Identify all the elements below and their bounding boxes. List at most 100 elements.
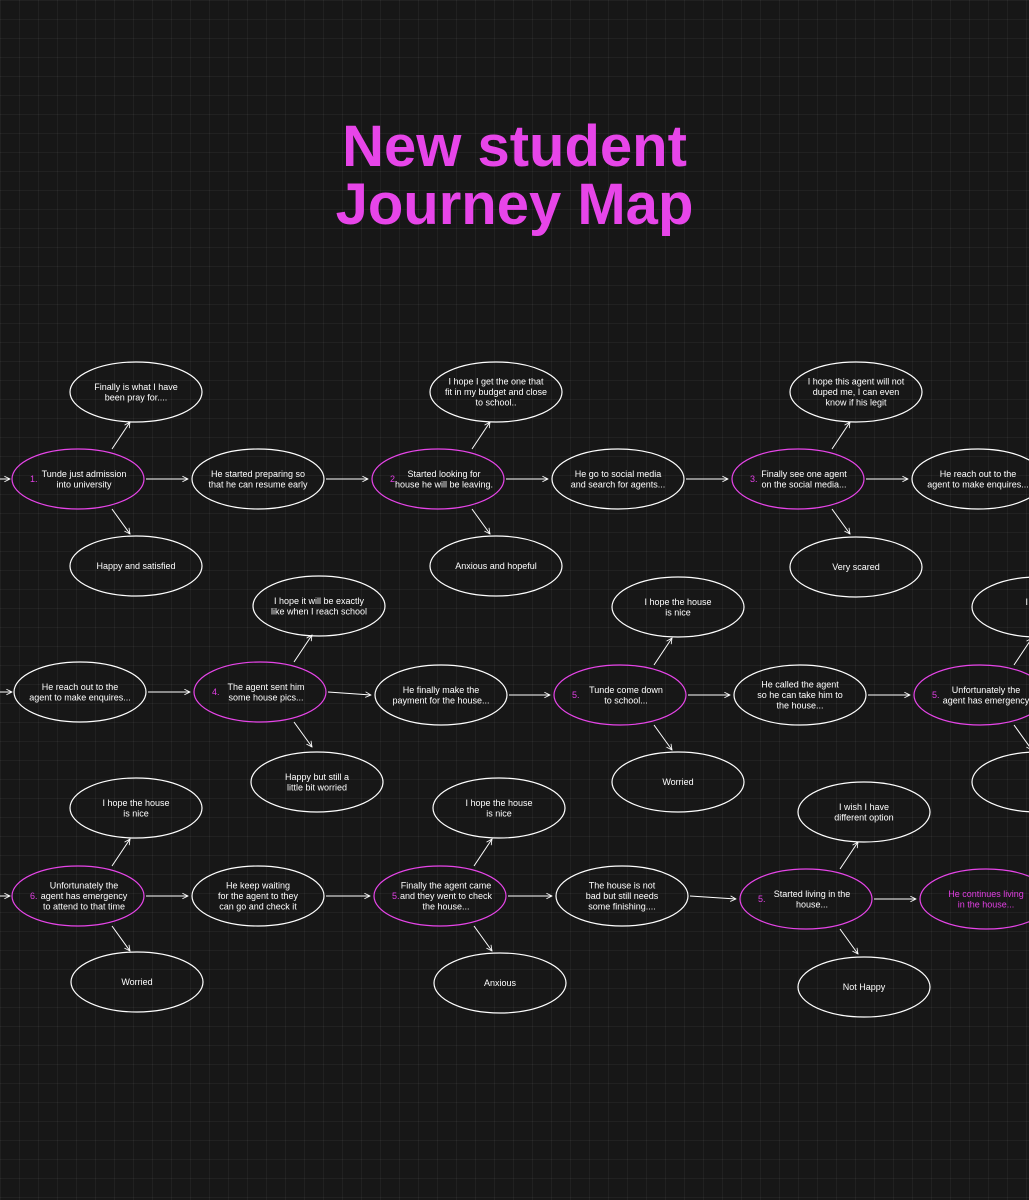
node-label-line: house... [796, 899, 828, 909]
node-label-line: can go and check it [219, 902, 297, 912]
node-label-line: Started living in the [774, 889, 851, 899]
node-label-line: know if his legit [825, 398, 887, 408]
node-label-line: I hope this agent will not [808, 377, 905, 387]
node-label-line: Worried [121, 977, 152, 987]
node-label-line: the house... [776, 701, 823, 711]
node-ellipse [13, 661, 147, 723]
node-label-line: He started preparing so [211, 469, 305, 479]
node-ellipse [553, 664, 687, 726]
node-ellipse [555, 865, 689, 927]
node-label-line: I hope the house [644, 597, 711, 607]
node-ellipse [252, 575, 386, 637]
note-node-r2-s5-bot: Worried [611, 751, 745, 813]
node-ellipse [731, 448, 865, 510]
node-label-line: I hope the house [102, 798, 169, 808]
node-label-line: is nice [665, 607, 691, 617]
node-label-line: Worried [662, 777, 693, 787]
node-label-line: He reach out to the [940, 469, 1017, 479]
node-label-line: Finally is what I have [94, 382, 178, 392]
node-ellipse [191, 448, 325, 510]
node-label-line: I hope I get the one that [448, 377, 544, 387]
page-title: New student Journey Map [0, 118, 1029, 234]
node-label-line: on the social media... [761, 479, 846, 489]
node-label-line: He finally make the [403, 685, 480, 695]
node-label-line: I hope the house [465, 798, 532, 808]
node-label-line: bad but still needs [586, 891, 659, 901]
node-label-line: He go to social media [575, 469, 662, 479]
arrow-r2-s6-up [1013, 638, 1029, 666]
step-number: 1. [30, 474, 38, 484]
node-label-line: so he can take him to [757, 690, 843, 700]
step-node-r3-s8: 5. Started living in thehouse... [739, 868, 873, 930]
node-ellipse [69, 535, 203, 597]
note-node-r3-s6-bot: Worried [70, 951, 204, 1013]
arrow-r3-s6-up [111, 839, 130, 867]
node-label-line: Tunde just admission [42, 469, 127, 479]
node-label-line: to school... [604, 695, 648, 705]
node-ellipse [911, 448, 1029, 510]
step-number: 5. [392, 891, 400, 901]
node-ellipse [70, 951, 204, 1013]
node-ellipse [429, 535, 563, 597]
note-node-r3-s7-bot: Anxious [433, 952, 567, 1014]
step-number: 5. [758, 894, 766, 904]
node-label-line: Unfortunately the [952, 685, 1021, 695]
node-label-line: duped me, I can even [813, 387, 900, 397]
node-label-line: Anxious [484, 978, 517, 988]
node-ellipse [11, 865, 145, 927]
node-ellipse [373, 865, 507, 927]
node-label-line: agent to make enquires... [29, 692, 131, 702]
node-label-line: Started looking for [407, 469, 480, 479]
node-label-line: the house... [422, 902, 469, 912]
arrow-r1-s3-down [831, 508, 850, 534]
node-ellipse [797, 781, 931, 843]
node-label-line: for the agent to they [218, 891, 299, 901]
node-ellipse [551, 448, 685, 510]
node-label-line: like when I reach school [271, 606, 367, 616]
node-label-line: The agent sent him [227, 682, 304, 692]
node-label-line: Finally the agent came [401, 881, 492, 891]
node-ellipse [191, 865, 325, 927]
node-label-line: some house pics... [228, 692, 303, 702]
node-ellipse [789, 361, 923, 423]
node-ellipse [371, 448, 505, 510]
note-node-r3-s8-bot: Not Happy [797, 956, 931, 1018]
arrow-r2-s4-to-r2-n3 [327, 692, 371, 695]
arrow-r3-s7-down [473, 925, 492, 951]
node-label-line: fit in my budget and close [445, 387, 547, 397]
node-label-line: He reach out to the [42, 682, 119, 692]
arrow-r3-s8-up [839, 842, 858, 870]
node-label-line: He called the agent [761, 680, 839, 690]
node-label-line: some finishing.... [588, 902, 656, 912]
node-label-line: agent has emergency [943, 695, 1029, 705]
node-label-line: He keep waiting [226, 881, 290, 891]
node-label-line: and search for agents... [571, 479, 666, 489]
note-node-r1-s3-bot: Very scared [789, 536, 923, 598]
step-number: 5. [932, 690, 940, 700]
node-label-line: into university [56, 479, 112, 489]
node-ellipse [971, 576, 1029, 638]
arrow-r1-s1-down [111, 508, 130, 534]
node-ellipse [919, 868, 1029, 930]
arrow-r2-s5-down [653, 724, 672, 750]
arrow-r1-s2-up [471, 422, 490, 450]
step-number: 5. [572, 690, 580, 700]
node-label-line: Very scared [832, 562, 880, 572]
node-label-line: Not Happy [843, 982, 886, 992]
node-ellipse [69, 777, 203, 839]
